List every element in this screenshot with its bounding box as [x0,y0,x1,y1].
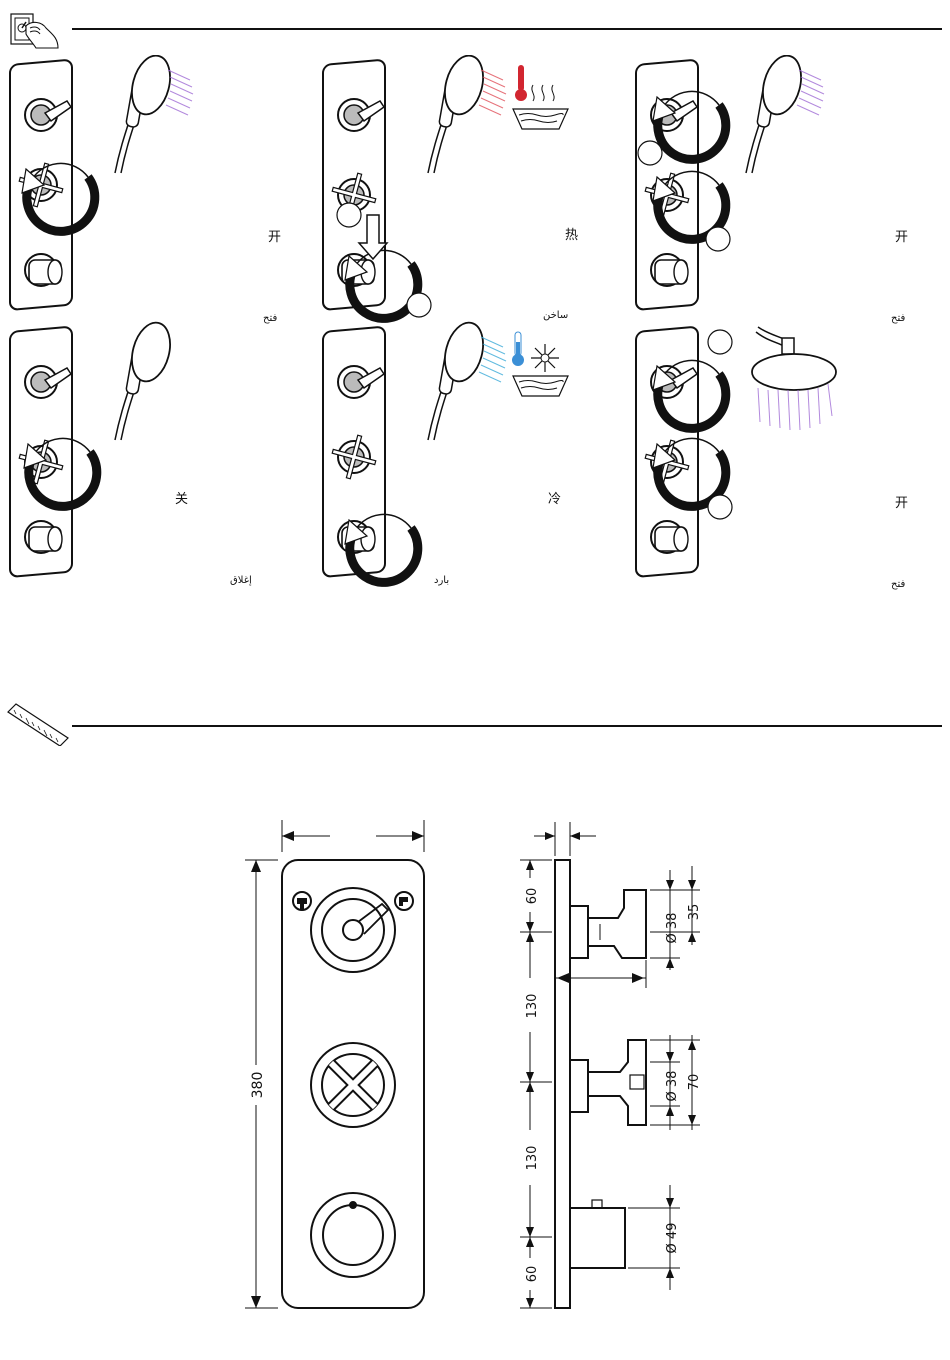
spacing-label-4: 60 [525,1266,540,1283]
panel-2-label-cn: 热 [565,224,578,243]
handle-1-depth: 35 [687,904,702,921]
spacing-label-2: 130 [525,994,540,1019]
panel-4 [10,318,176,577]
ruler-icon [6,700,70,746]
panel-2-label-ar: ساخن [543,310,568,321]
hand-operating-valve-icon [8,8,60,50]
handle-2-depth: 70 [687,1074,702,1091]
panel-4-label-ar: إغلاق [230,575,252,586]
panel-6-label-cn: 开 [895,492,908,511]
handle-2-diameter: Ø 38 [665,1071,680,1102]
dimension-drawing: 380 [0,800,950,1340]
panel-6 [636,327,836,577]
section-rule-operation [72,28,942,30]
spacing-label-1: 60 [525,888,540,905]
section-rule-dimensions [72,725,942,727]
panel-1-label-cn: 开 [268,226,281,245]
panel-3 [636,55,824,310]
panel-3-label-cn: 开 [895,226,908,245]
panel-6-label-ar: فتح [891,579,905,590]
spacing-label-3: 130 [525,1146,540,1171]
handle-1-diameter: Ø 38 [665,913,680,944]
cold-thermometer-icon [512,332,568,396]
panel-4-label-cn: 关 [175,488,188,507]
operation-illustrations [0,55,950,605]
panel-3-label-ar: فتح [891,313,905,324]
panel-5-label-ar: بارد [434,575,449,586]
hot-thermometer-icon [513,65,568,129]
handle-3-diameter: Ø 49 [665,1223,680,1254]
panel-5-label-cn: 冷 [548,488,561,507]
front-view [245,820,424,1308]
panel-2 [323,55,568,318]
panel-1 [10,55,193,310]
panel-1-label-ar: فتح [263,313,277,324]
overhead-shower-icon [752,327,836,430]
panel-5 [323,318,568,582]
front-height-label: 380 [250,1072,266,1099]
